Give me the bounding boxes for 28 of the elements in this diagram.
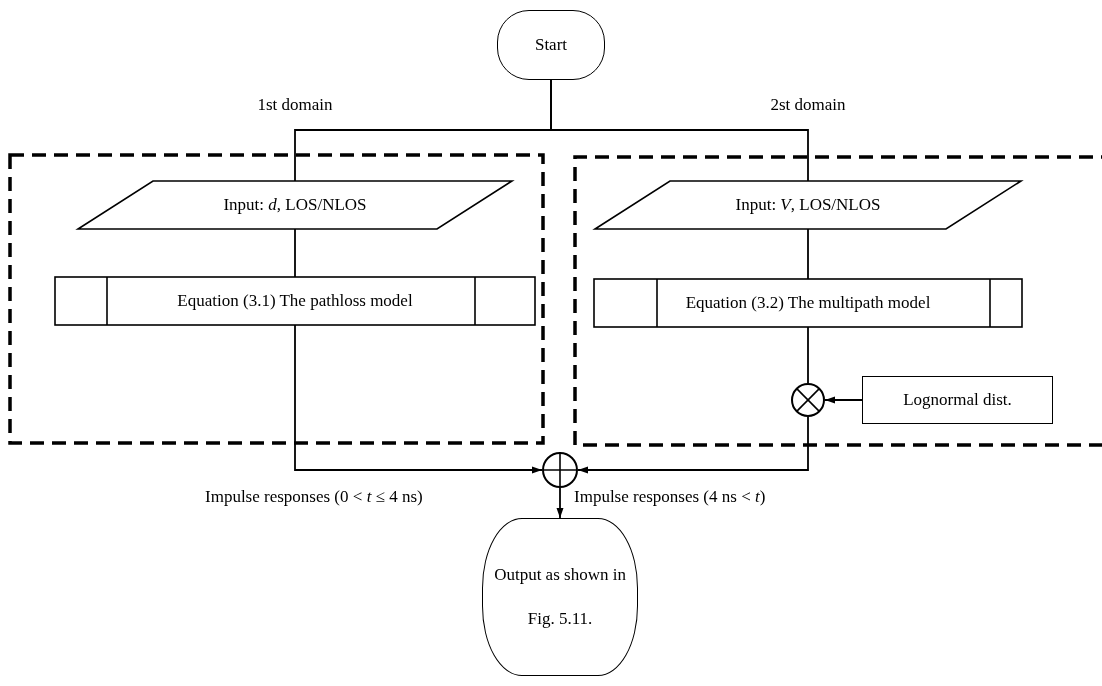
process-box [55, 277, 535, 325]
arrow [824, 396, 863, 404]
summing-junction [542, 452, 578, 488]
output-terminal [482, 518, 638, 676]
connector-line [550, 79, 809, 182]
process-box [594, 279, 1022, 327]
connector-line [807, 228, 809, 280]
signal-label: Impulse responses (4 ns < t) [574, 487, 766, 507]
node-text: Equation (3.1) The pathloss model [177, 291, 413, 311]
connector-line [807, 326, 809, 384]
domain-heading: 1st domain [256, 95, 334, 115]
signal-label: Impulse responses (0 < t ≤ 4 ns) [205, 487, 423, 507]
input-parallelogram [595, 181, 1021, 229]
node-text: Equation (3.2) The multipath model [685, 293, 931, 313]
node-text: Start [534, 35, 568, 55]
node-text: Output as shown in Fig. 5.11. [493, 563, 627, 630]
node-text: Input: d, LOS/NLOS [223, 195, 367, 215]
connector-line [294, 228, 296, 278]
node-text: Lognormal dist. [903, 390, 1012, 410]
arrow [556, 487, 564, 519]
input-parallelogram [78, 181, 512, 229]
arrow [577, 416, 809, 474]
arrow [294, 324, 543, 474]
start-terminal [497, 10, 605, 80]
process-box [862, 376, 1053, 424]
domain-heading: 2st domain [769, 95, 847, 115]
multiplier-symbol [791, 383, 825, 417]
node-text: Input: V, LOS/NLOS [735, 195, 881, 215]
